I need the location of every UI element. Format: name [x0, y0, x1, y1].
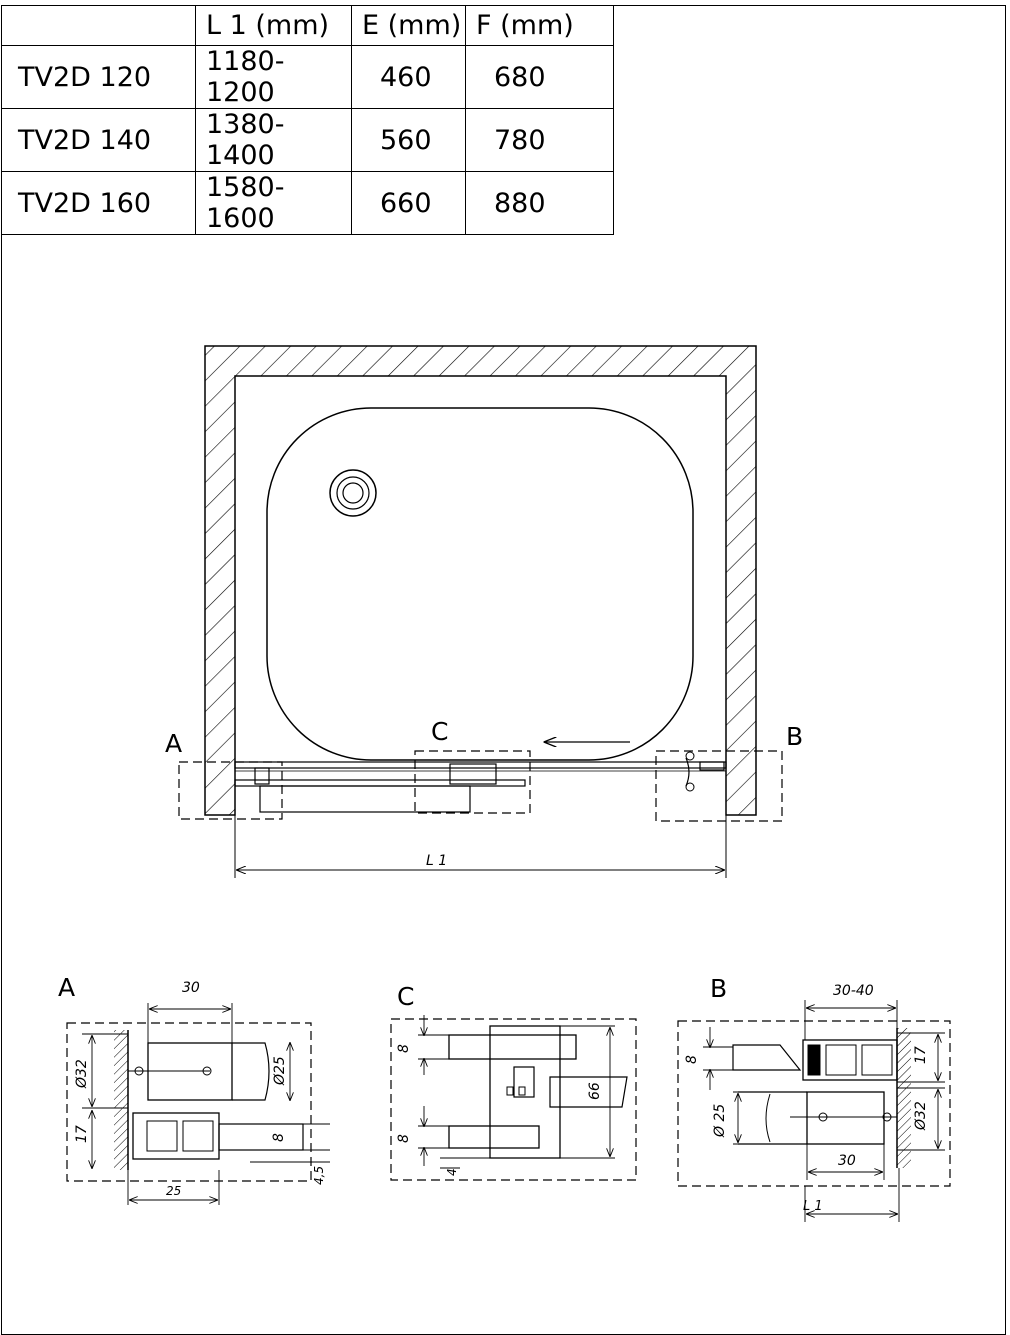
- table-cell-e: 460: [351, 45, 466, 109]
- table-cell-f: 680: [465, 45, 614, 109]
- detail-a-dim-45: 4,5: [312, 1166, 326, 1185]
- detail-b-title: B: [710, 974, 727, 1003]
- detail-box-b: [655, 750, 783, 822]
- detail-c-dim-8-bottom: 8: [396, 1134, 412, 1143]
- detail-b-dim-3040: 30-40: [833, 983, 874, 999]
- table-row: TV2D 160 1580-1600 660 880: [1, 171, 614, 235]
- dimension-l1-label: L 1: [426, 853, 447, 869]
- table-header-cell: F (mm): [465, 5, 614, 46]
- detail-a: A 30 Ø32 Ø25 17 8 25 4,5: [58, 973, 330, 1205]
- plan-label-c: C: [431, 717, 448, 746]
- table-cell-model: TV2D 120: [1, 45, 196, 109]
- detail-c: C 66 8 8 4: [390, 982, 637, 1181]
- table-cell-e: 660: [351, 171, 466, 235]
- detail-a-dim-8: 8: [271, 1133, 287, 1142]
- table-header-row: L 1 (mm) E (mm) F (mm): [1, 5, 614, 46]
- table-cell-f: 880: [465, 171, 614, 235]
- detail-b-dim-d32: Ø32: [913, 1101, 929, 1131]
- plan-label-b: B: [786, 722, 803, 751]
- detail-c-dim-8-top: 8: [396, 1044, 412, 1053]
- detail-b-dim-17: 17: [913, 1046, 929, 1064]
- detail-c-dim-66: 66: [587, 1082, 603, 1100]
- detail-c-title: C: [397, 982, 414, 1011]
- table-cell-f: 780: [465, 108, 614, 172]
- detail-box-a: [178, 761, 283, 820]
- detail-b-dim-8: 8: [684, 1055, 700, 1064]
- table-cell-e: 560: [351, 108, 466, 172]
- detail-a-dim-17: 17: [74, 1125, 90, 1143]
- detail-b: B 30-40 8 17 Ø 25: [677, 974, 951, 1222]
- table-header-cell: L 1 (mm): [195, 5, 352, 46]
- dimension-table: L 1 (mm) E (mm) F (mm) TV2D 120 1180-120…: [1, 5, 614, 235]
- detail-b-dim-l1: L 1: [803, 1199, 823, 1214]
- detail-box-c: [414, 750, 531, 814]
- sliding-door-rail: [234, 751, 727, 813]
- table-cell-l1: 1180-1200: [195, 45, 352, 109]
- table-cell-l1: 1380-1400: [195, 108, 352, 172]
- detail-a-dim-30: 30: [182, 980, 200, 996]
- detail-a-dim-d25: Ø25: [272, 1056, 288, 1086]
- plan-label-a: A: [165, 729, 182, 758]
- table-row: TV2D 140 1380-1400 560 780: [1, 108, 614, 172]
- shower-tray: [266, 407, 694, 761]
- table-cell-model: TV2D 160: [1, 171, 196, 235]
- dimension-l1: L 1: [234, 815, 727, 878]
- detail-b-dim-30: 30: [838, 1153, 856, 1169]
- table-row: TV2D 120 1180-1200 460 680: [1, 45, 614, 109]
- table-cell-l1: 1580-1600: [195, 171, 352, 235]
- detail-c-dim-4: 4: [445, 1168, 459, 1176]
- plan-view: A C B L 1: [165, 345, 803, 878]
- detail-a-dim-25: 25: [166, 1184, 181, 1198]
- drain-icon: [329, 469, 377, 517]
- table-cell-model: TV2D 140: [1, 108, 196, 172]
- wall-hatch: [204, 345, 757, 816]
- detail-a-dim-d32: Ø32: [74, 1059, 90, 1089]
- detail-b-dim-d25: Ø 25: [712, 1104, 728, 1138]
- detail-a-title: A: [58, 973, 75, 1002]
